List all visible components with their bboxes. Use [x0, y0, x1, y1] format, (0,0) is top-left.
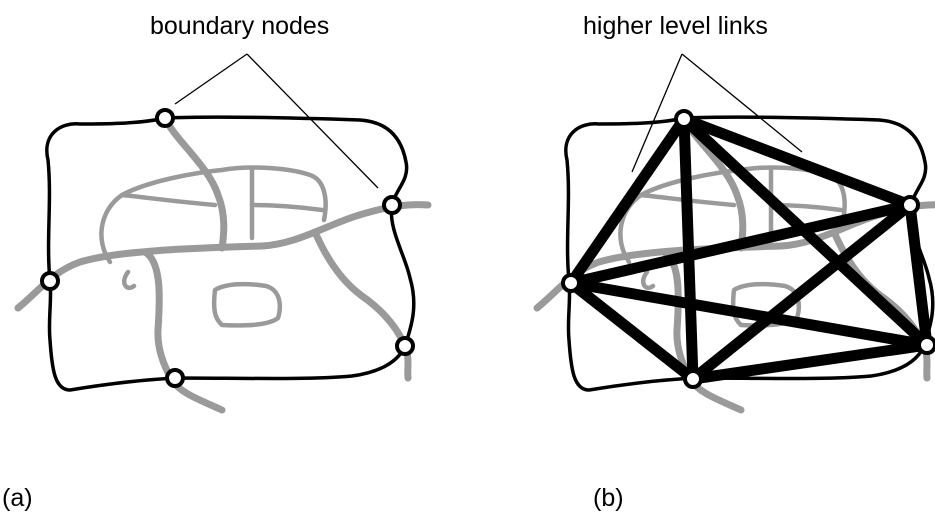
boundary-node: [165, 368, 185, 388]
panel-b: [537, 53, 935, 410]
higher-level-links-label: higher level links: [583, 12, 768, 40]
label-pointer: [631, 53, 683, 173]
higher-level-link: [687, 339, 933, 385]
higher-level-link: [687, 199, 916, 385]
higher-level-link: [565, 113, 690, 289]
higher-level-link: [565, 277, 699, 385]
panel-b-nodes: [561, 109, 935, 389]
boundary-node: [900, 195, 920, 215]
higher-level-link: [904, 199, 933, 351]
label-pointer: [681, 53, 803, 153]
boundary-node: [395, 336, 415, 356]
boundary-node: [40, 271, 60, 291]
panel-b-caption: (b): [593, 484, 624, 512]
boundary-node: [674, 109, 694, 129]
panel-a: [18, 53, 428, 410]
boundary-node: [683, 369, 703, 389]
higher-level-links: [565, 113, 933, 385]
higher-level-link: [565, 199, 916, 289]
higher-level-link: [565, 277, 933, 351]
road-network-a: [18, 118, 428, 410]
higher-level-link: [678, 113, 916, 211]
boundary-node: [382, 195, 402, 215]
panel-a-caption: (a): [2, 484, 33, 512]
label-pointer: [246, 53, 379, 189]
boundary-node: [561, 273, 581, 293]
label-pointer: [174, 53, 248, 105]
higher-level-link: [678, 113, 699, 385]
boundary-node: [155, 108, 175, 128]
boundary-node: [917, 335, 935, 355]
boundary-nodes-label: boundary nodes: [150, 12, 330, 40]
